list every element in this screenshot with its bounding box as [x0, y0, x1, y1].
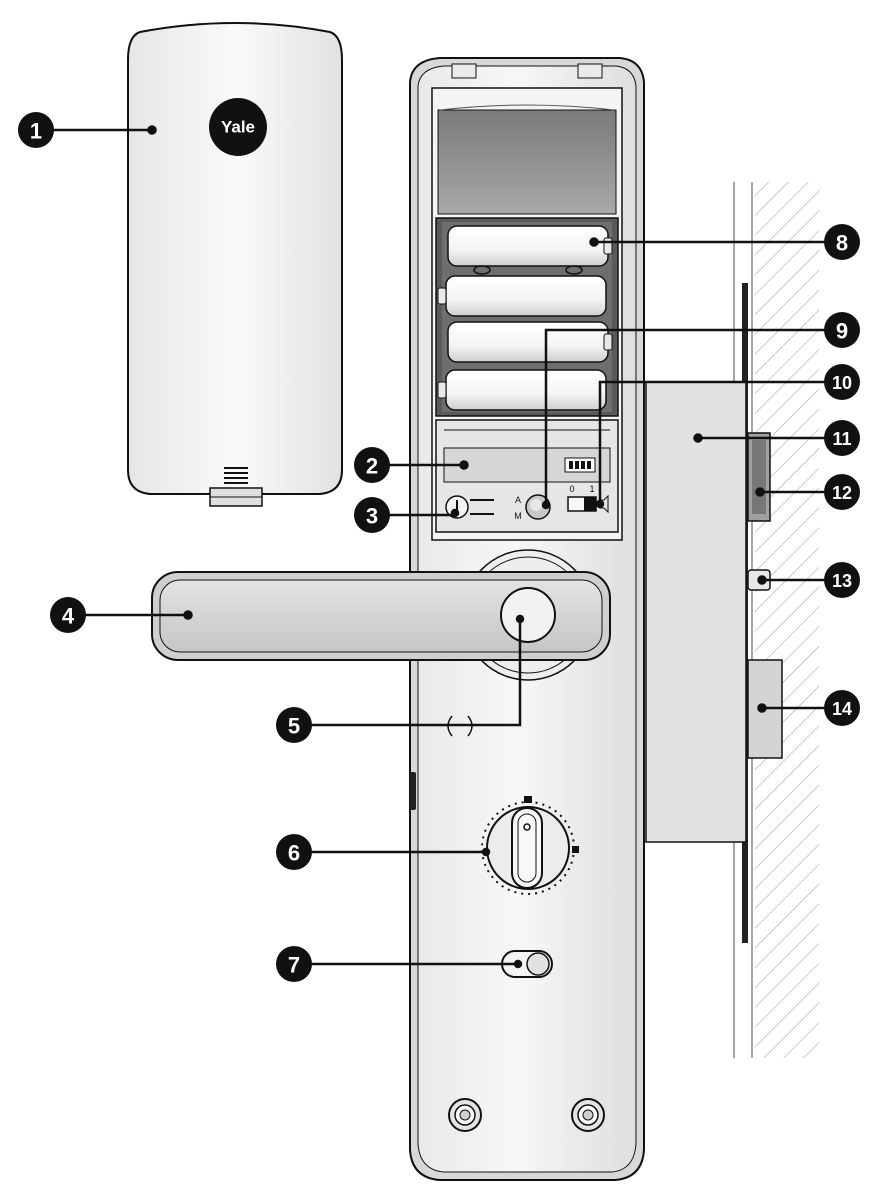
- svg-text:10: 10: [832, 373, 852, 393]
- svg-text:1: 1: [30, 119, 42, 144]
- screw-right: [572, 1099, 604, 1131]
- callout-13: 13: [824, 562, 860, 598]
- svg-text:3: 3: [366, 504, 378, 529]
- svg-text:6: 6: [288, 841, 300, 866]
- callout-3: 3: [354, 497, 390, 533]
- callout-7: 7: [276, 946, 312, 982]
- svg-text:2: 2: [366, 454, 378, 479]
- callout-14: 14: [824, 690, 860, 726]
- svg-text:14: 14: [832, 699, 852, 719]
- latch-bolt: [748, 433, 770, 521]
- svg-text:5: 5: [288, 714, 300, 739]
- battery-3: [448, 322, 612, 362]
- svg-text:11: 11: [832, 429, 851, 449]
- callout-11: 11: [824, 420, 860, 456]
- settings-panel: A M 0 1: [436, 420, 618, 532]
- mortise-body: [646, 382, 746, 842]
- yale-logo-text: Yale: [221, 118, 255, 137]
- callout-6: 6: [276, 834, 312, 870]
- lock-icon: [572, 846, 579, 853]
- sound-off-label: 0: [569, 484, 574, 494]
- battery-4: [438, 370, 606, 410]
- sound-on-label: 1: [589, 484, 594, 494]
- svg-text:12: 12: [832, 483, 852, 503]
- battery-cover: Yale: [128, 23, 342, 506]
- callout-12: 12: [824, 474, 860, 510]
- svg-text:7: 7: [288, 953, 300, 978]
- battery-1: [448, 226, 612, 266]
- callout-4: 4: [50, 597, 86, 633]
- callout-9: 9: [824, 312, 860, 348]
- unlock-icon: [524, 796, 532, 803]
- screw-left: [449, 1099, 481, 1131]
- auto-label: A: [515, 495, 521, 505]
- callout-8: 8: [824, 224, 860, 260]
- svg-text:9: 9: [836, 319, 848, 344]
- callout-5: 5: [276, 707, 312, 743]
- manual-label: M: [514, 511, 522, 521]
- svg-text:13: 13: [832, 571, 852, 591]
- dip-switch: [565, 458, 595, 472]
- svg-text:8: 8: [836, 231, 848, 256]
- callout-10: 10: [824, 364, 860, 400]
- fingerprint-sensor: [501, 588, 555, 642]
- callout-2: 2: [354, 447, 390, 483]
- battery-2: [438, 276, 606, 316]
- callout-1: 1: [18, 112, 54, 148]
- svg-text:4: 4: [62, 604, 75, 629]
